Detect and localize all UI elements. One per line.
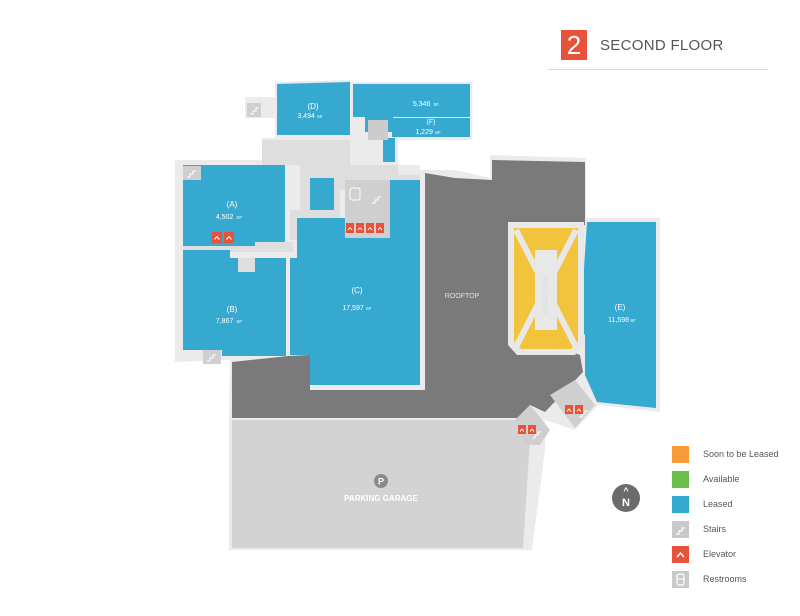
restroom-icon bbox=[349, 187, 361, 201]
orange-swatch bbox=[672, 446, 689, 463]
courtyard-walk bbox=[535, 250, 557, 330]
stairs-icon bbox=[372, 196, 381, 204]
legend-item-leased: Leased bbox=[672, 496, 796, 514]
legend-item-soon-to-be-leased: Soon to be Leased bbox=[672, 446, 796, 464]
unit-d-shape bbox=[277, 82, 350, 135]
elevator-icon bbox=[224, 232, 234, 243]
parking-icon-letter: P bbox=[378, 477, 384, 487]
title-divider bbox=[548, 69, 768, 70]
stairs-icon bbox=[247, 103, 261, 117]
rooftop-area bbox=[232, 160, 585, 418]
elevator-icon bbox=[366, 223, 374, 233]
elevator-icon bbox=[356, 223, 364, 233]
floor-title: SECOND FLOOR bbox=[600, 37, 724, 54]
unit-b-name: (B) bbox=[227, 305, 238, 314]
stairs-icon bbox=[579, 410, 588, 418]
unit-d-name: (D) bbox=[307, 102, 318, 111]
unit-c-shape bbox=[290, 180, 420, 385]
unit-f-name: (F) bbox=[427, 119, 436, 126]
rooftop-label: ROOFTOP bbox=[445, 293, 480, 300]
elevator-icon bbox=[672, 546, 689, 563]
elevator-icon bbox=[346, 223, 354, 233]
stairwell-core bbox=[368, 120, 388, 140]
unit-f-annex bbox=[383, 138, 395, 162]
parking-garage-label: PARKING GARAGE bbox=[344, 494, 418, 503]
north-letter: N bbox=[622, 497, 630, 509]
elevator-icon bbox=[376, 223, 384, 233]
courtyard-label: COURTYARD bbox=[544, 276, 550, 314]
green-swatch bbox=[672, 471, 689, 488]
elevator-icon bbox=[518, 425, 526, 434]
restroom-icon bbox=[672, 571, 689, 588]
unit-c-name: (C) bbox=[351, 286, 362, 295]
legend-label: Available bbox=[703, 474, 740, 484]
circulation-core bbox=[262, 140, 420, 240]
north-compass: ^ N bbox=[612, 484, 640, 512]
floor-number-badge: 2 bbox=[561, 30, 587, 60]
unit-f-shape bbox=[392, 118, 470, 137]
legend-item-available: Available bbox=[672, 471, 796, 489]
se-stair-core bbox=[550, 380, 595, 428]
corridor bbox=[183, 242, 293, 252]
stairs-icon bbox=[183, 166, 201, 180]
legend-item-elevator: Elevator bbox=[672, 546, 796, 564]
unit-e-area: 11,598SF bbox=[608, 317, 636, 324]
parking-icon bbox=[374, 474, 388, 488]
unit-e-shape bbox=[580, 222, 656, 408]
stairs-icon bbox=[532, 431, 541, 439]
legend-item-stairs: Stairs bbox=[672, 521, 796, 539]
stairs-icon bbox=[672, 521, 689, 538]
blue-swatch bbox=[672, 496, 689, 513]
legend-label: Elevator bbox=[703, 549, 737, 559]
unit-b-notch bbox=[238, 258, 255, 272]
unit-a-name: (A) bbox=[227, 200, 238, 209]
legend-label: Restrooms bbox=[703, 574, 747, 584]
elevator-icon bbox=[212, 232, 222, 243]
legend-label: Stairs bbox=[703, 524, 727, 534]
small-room bbox=[310, 178, 334, 210]
legend-item-restrooms: Restrooms bbox=[672, 571, 796, 589]
north-arrow-icon: ^ bbox=[623, 486, 629, 496]
legend-label: Leased bbox=[703, 499, 733, 509]
unit-b-shape bbox=[183, 250, 286, 356]
elevator-icon bbox=[575, 405, 583, 414]
unit-e-name: (E) bbox=[615, 303, 626, 312]
unit-a-shape bbox=[183, 165, 285, 246]
elevator-icon bbox=[565, 405, 573, 414]
stairs-icon bbox=[203, 350, 221, 364]
legend-label: Soon to be Leased bbox=[703, 449, 779, 459]
elevator-icon bbox=[528, 425, 536, 434]
